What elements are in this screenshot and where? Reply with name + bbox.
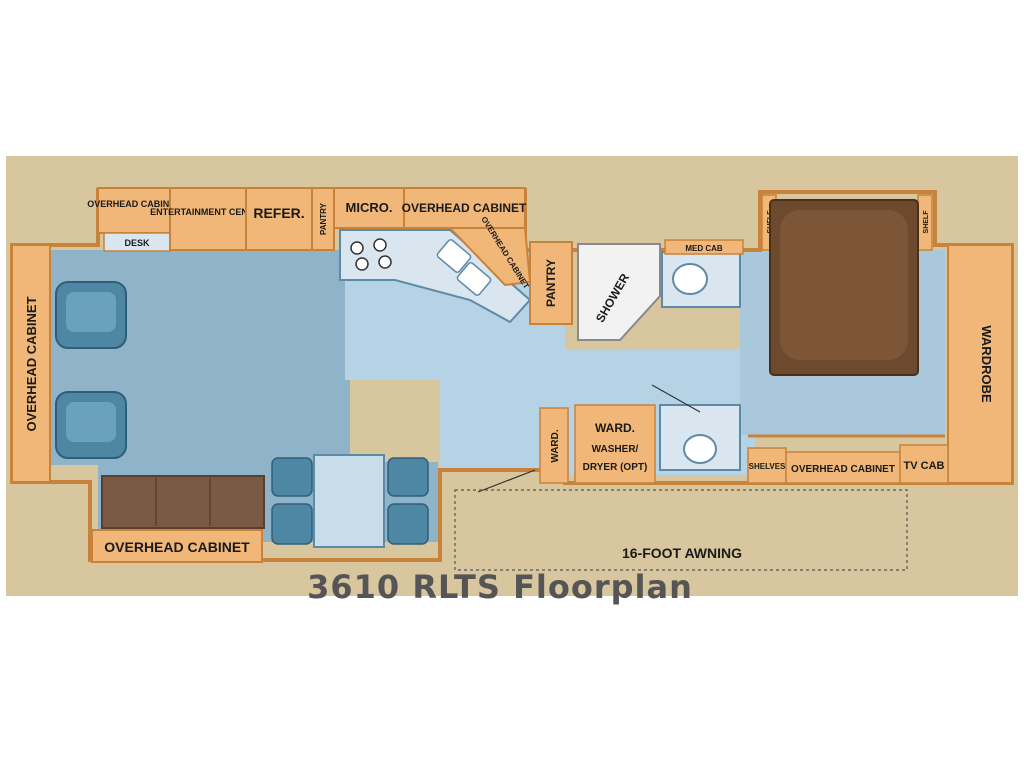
sofa xyxy=(101,475,265,529)
entry-door-swing xyxy=(477,469,536,493)
entertainment-center-label: ENTERTAINMENT CENTER xyxy=(150,207,266,217)
wardrobe xyxy=(947,244,1013,484)
refrigerator xyxy=(245,187,313,251)
shelf-right-label: SHELF xyxy=(923,210,930,234)
awning-outline xyxy=(454,489,908,571)
wardrobe-label: WARDROBE xyxy=(979,325,994,403)
overhead-cabinet-top xyxy=(403,187,526,229)
microwave xyxy=(333,187,405,229)
entertainment-center xyxy=(169,187,247,251)
kitchen-sink xyxy=(436,239,472,273)
stove-burners xyxy=(350,238,392,271)
tv-cabinet-label: TV CAB xyxy=(904,460,945,472)
ward-small-label: WARD. xyxy=(550,429,561,463)
kitchen-sink-2 xyxy=(456,262,492,296)
overhead-cabinet-bottom-label: OVERHEAD CABINET xyxy=(104,539,250,555)
bath-sink xyxy=(672,263,708,295)
awning-label: 16-FOOT AWNING xyxy=(622,545,742,561)
microwave-label: MICRO. xyxy=(346,200,393,215)
medicine-cabinet-label: MED CAB xyxy=(685,244,723,253)
ward-washer-label-3: DRYER (OPT) xyxy=(583,462,648,473)
ward-washer-label-1: WARD. xyxy=(595,421,635,435)
pantry-label: PANTRY xyxy=(544,259,558,307)
dinette-table xyxy=(313,454,385,548)
ward-washer xyxy=(574,404,656,484)
floorplan-title: 3610 RLTS Floorplan xyxy=(307,568,693,606)
overhead-cabinet-left xyxy=(11,244,51,483)
overhead-cabinet-top-label: OVERHEAD CABINET xyxy=(402,201,527,215)
shower xyxy=(577,243,661,341)
ward-washer-label-2: WASHER/ xyxy=(592,444,639,455)
toilet xyxy=(683,434,717,464)
bath-door-swing xyxy=(651,384,701,413)
pantry-small-label: PANTRY xyxy=(319,202,328,235)
recliner-chair-1 xyxy=(55,281,127,349)
pantry xyxy=(529,241,573,325)
overhead-cabinet-top-left xyxy=(97,187,171,234)
bed-highlight xyxy=(780,210,908,360)
overhead-cabinet-bottom xyxy=(91,529,263,563)
overhead-cabinet-bottom-right-label: OVERHEAD CABINET xyxy=(791,464,895,475)
desk-label: DESK xyxy=(124,238,150,248)
refrigerator-label: REFER. xyxy=(253,205,304,221)
overhead-cabinet-top-left-label: OVERHEAD CABINET xyxy=(87,199,181,209)
recliner-chair-2 xyxy=(55,391,127,459)
ward-small xyxy=(539,407,569,484)
medicine-cabinet xyxy=(664,239,744,255)
overhead-cabinet-left-label: OVERHEAD CABINET xyxy=(24,296,39,431)
shelves-label: SHELVES xyxy=(749,462,786,471)
tv-cabinet xyxy=(899,444,949,484)
dinette-chairs xyxy=(271,457,429,545)
